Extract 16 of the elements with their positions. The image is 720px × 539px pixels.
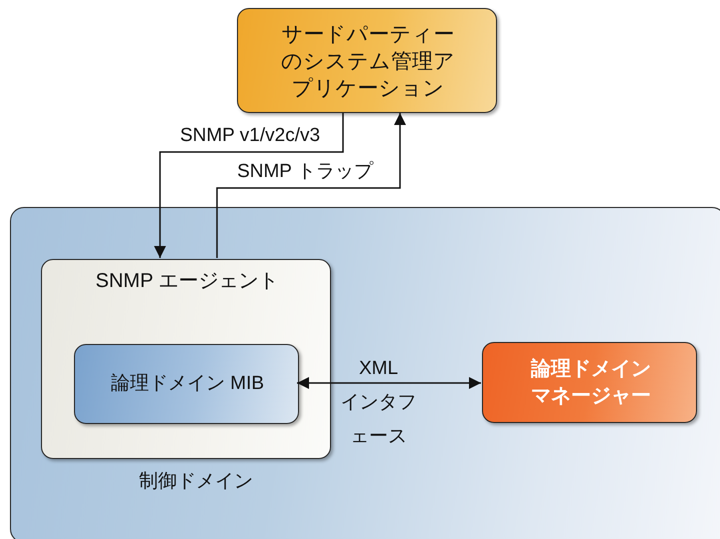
box-title: 論理ドメイン MIB (110, 372, 266, 396)
agent-box (41, 259, 331, 459)
application-box (237, 8, 497, 113)
mib-box (74, 344, 299, 424)
edge-label: SNMP v1/v2c/v3 (178, 124, 322, 148)
edge-label: XML インタフェース (340, 357, 417, 449)
domain-panel (10, 207, 720, 539)
edge-label: SNMP トラップ (236, 160, 374, 184)
arrow (216, 113, 406, 258)
arrow (154, 113, 344, 258)
arrow (297, 377, 481, 389)
box-title: SNMP エージェント (94, 269, 280, 294)
box-title: サードパーティーのシステム管理アプリケーション (280, 22, 456, 102)
panel-title: 制御ドメイン (138, 470, 254, 494)
manager-box (482, 342, 697, 423)
box-title: 論理ドメインマネージャー (530, 357, 652, 409)
